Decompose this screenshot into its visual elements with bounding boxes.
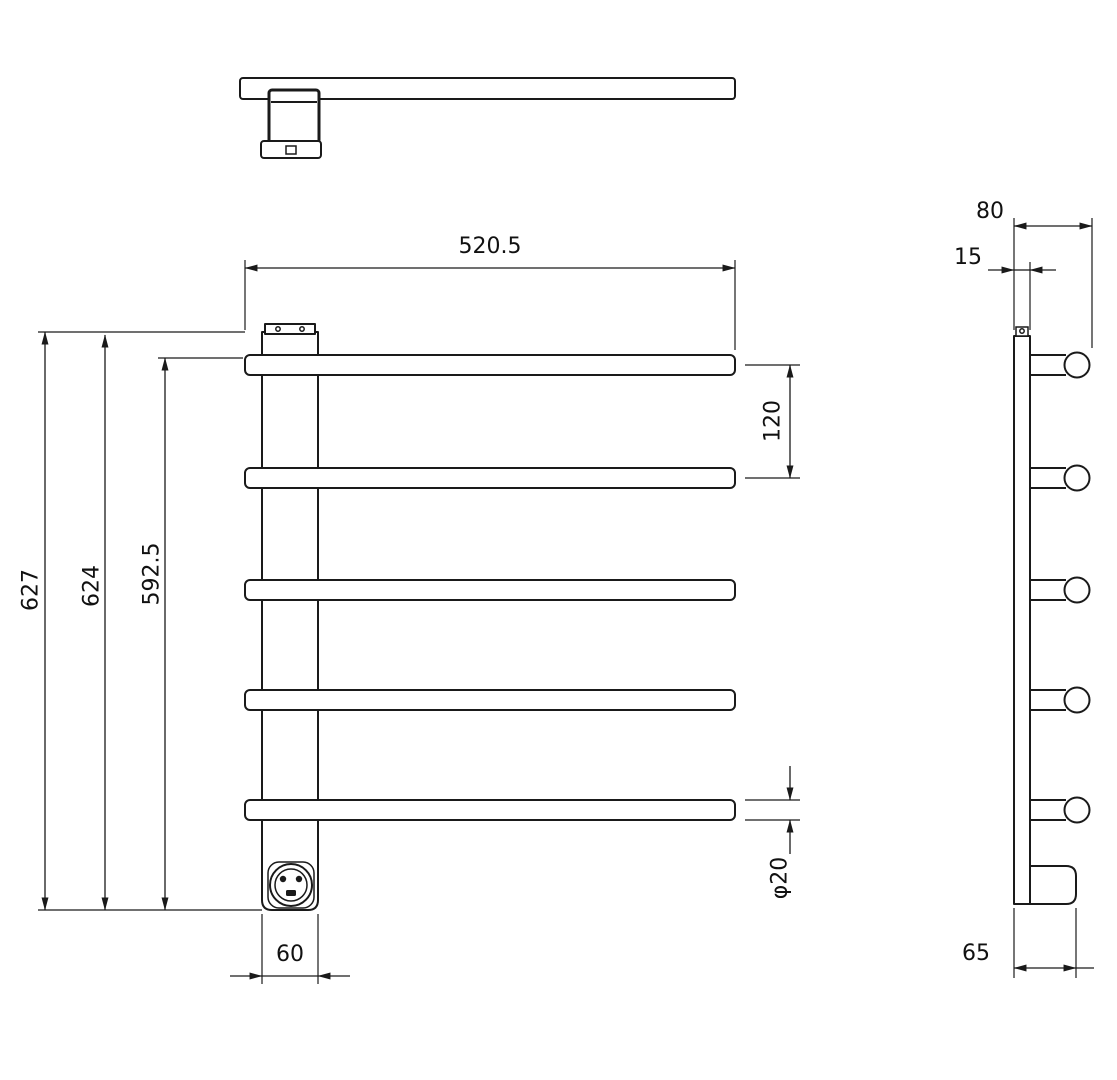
control-box-side [1029,865,1077,905]
towel-rail-2 [244,467,736,489]
top-view [239,77,736,159]
rail-end-cap-1 [1063,351,1091,379]
rail-end-4 [1030,686,1091,714]
dim-post-height: 624 [80,334,109,911]
side-view: 80 15 65 [954,199,1094,978]
dim-label-rail-diameter: φ20 [768,857,793,900]
dim-rail-spacing: 120 [745,364,800,479]
dim-label-rail-spacing: 120 [761,400,786,442]
power-socket [267,861,315,909]
mount-bracket-plan [260,88,322,159]
socket-pin-earth [286,890,296,896]
bracket-clip-slot [285,145,297,155]
dim-label-overall-width: 520.5 [459,234,522,259]
dim-label-overall-height: 627 [19,569,44,611]
wall-bar-top-screw [1019,328,1025,334]
top-rail-plan [239,77,736,100]
post-top-cap [264,323,316,335]
rail-end-cap-2 [1063,464,1091,492]
dim-label-post-width: 60 [276,942,304,967]
rail-end-5 [1030,796,1091,824]
rail-end-2 [1030,464,1091,492]
cap-screw-right [299,326,305,332]
dim-overall-depth: 80 [976,199,1093,348]
dim-label-wall-bracket-depth: 15 [954,245,982,270]
dim-wall-bracket-depth: 15 [954,245,1056,330]
towel-rail-5 [244,799,736,821]
front-view: 520.5 120 φ20 627 624 [19,234,800,984]
rail-end-cap-3 [1063,576,1091,604]
towel-rail-3 [244,579,736,601]
towel-rail-4 [244,689,736,711]
socket-pin-right [295,875,303,883]
dim-label-post-height: 624 [80,565,105,607]
rail-end-3 [1030,576,1091,604]
rail-end-cap-5 [1063,796,1091,824]
dim-post-width: 60 [230,914,350,984]
dim-overall-height: 627 [19,331,262,911]
socket-inner-ring [274,868,308,902]
dim-rail-diameter: φ20 [745,766,800,899]
rail-end-1 [1030,351,1091,379]
towel-rail-1 [244,354,736,376]
cap-screw-left [275,326,281,332]
dim-overall-width: 520.5 [244,234,736,350]
rail-end-cap-4 [1063,686,1091,714]
dim-control-box-depth: 65 [962,908,1094,978]
wall-post [261,331,319,911]
dim-label-control-box-depth: 65 [962,941,990,966]
dim-label-rail-span-height: 592.5 [140,543,165,606]
bracket-body [267,88,321,145]
socket-pin-left [279,875,287,883]
dim-rail-span-height: 592.5 [140,357,243,911]
dim-label-overall-depth: 80 [976,199,1004,224]
wall-bar-side [1013,335,1031,905]
